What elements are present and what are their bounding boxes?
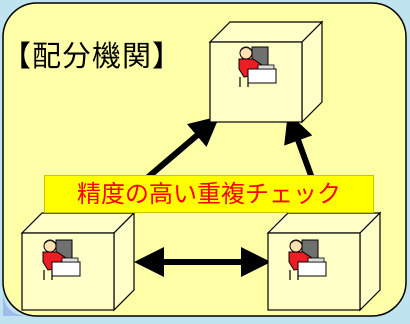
center-label-banner: 精度の高い重複チェック — [44, 175, 374, 213]
node-bottom-left — [20, 211, 136, 312]
node-top — [208, 20, 324, 124]
node-bottom-right — [266, 211, 382, 312]
diagram-title: 【配分機関】 — [2, 39, 183, 73]
